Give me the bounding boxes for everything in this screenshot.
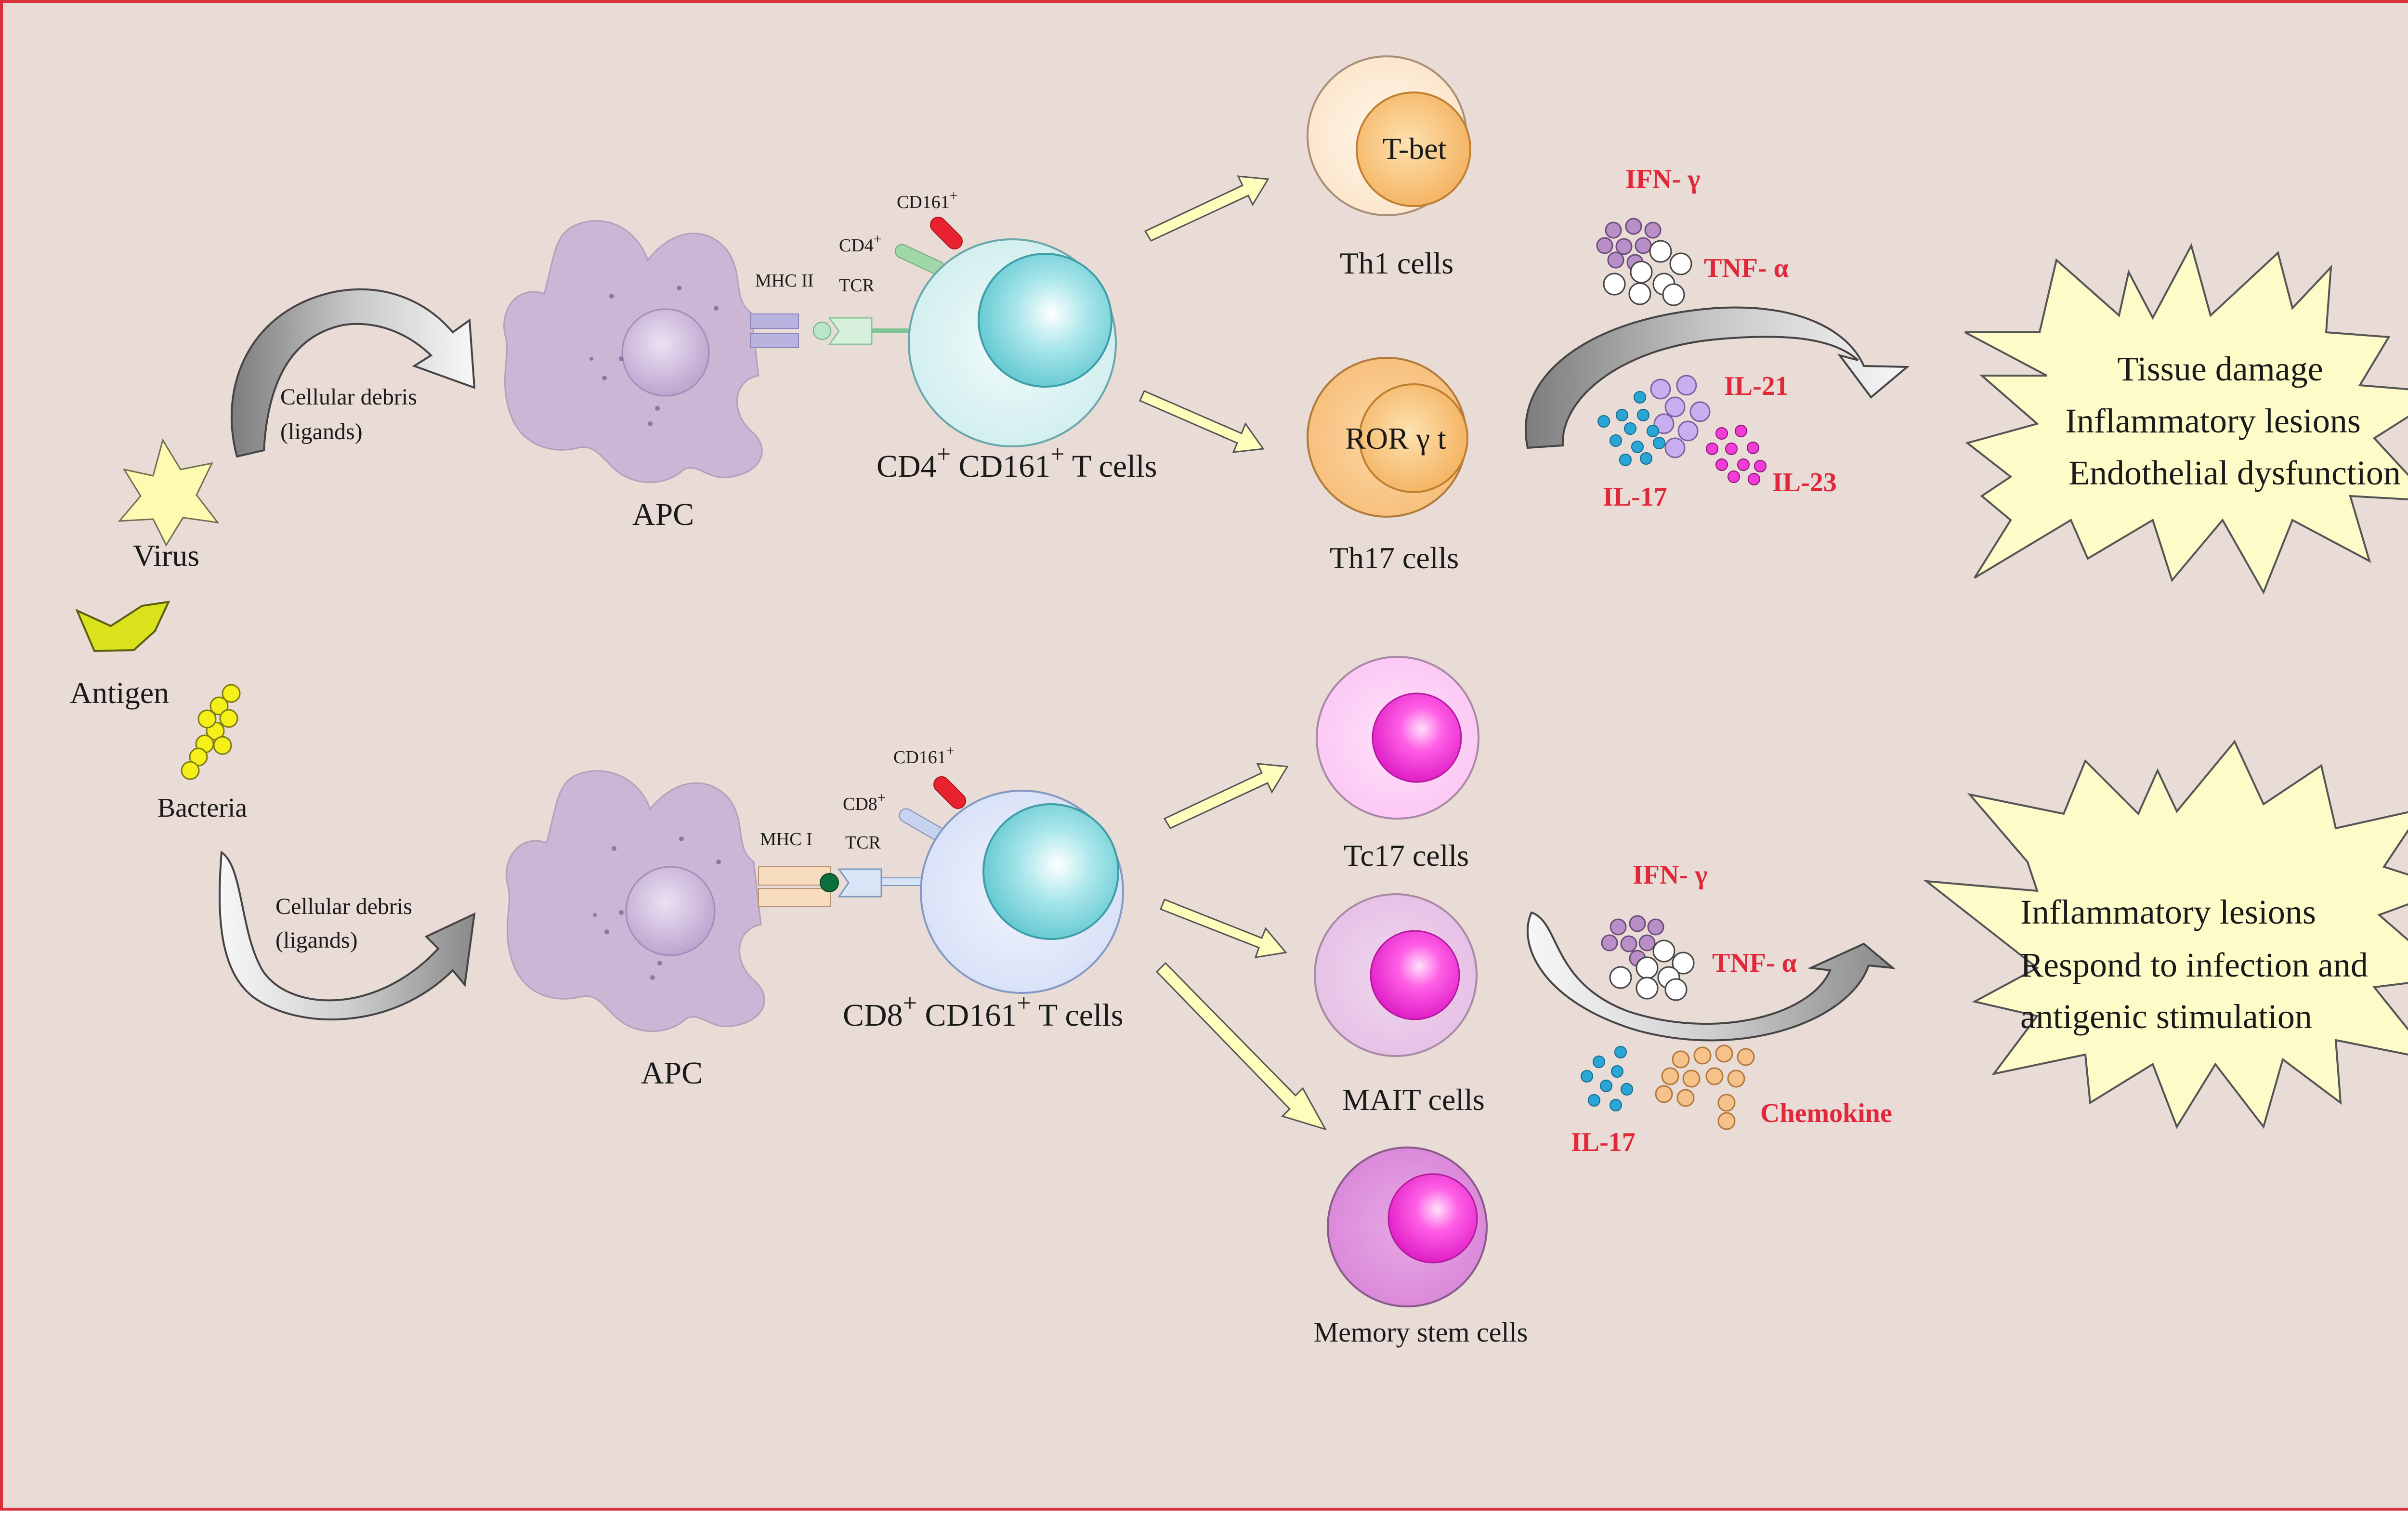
th1-nucleus-label: T-bet — [1383, 131, 1447, 166]
top-tnf-label: TNF- α — [1704, 253, 1789, 283]
antigen-label: Antigen — [70, 676, 169, 710]
top-tcell-label: CD4+ CD161+ T cells — [877, 441, 1157, 484]
top-il21-particles — [1650, 375, 1711, 458]
bottom-cd161-receptor — [933, 776, 966, 809]
virus-label: Virus — [133, 538, 199, 573]
bottom-ifn-particles — [1601, 915, 1664, 967]
top-outcome-burst — [1964, 243, 2408, 595]
bottom-mhc-molecule-2 — [758, 888, 831, 907]
top-mhc-molecule — [750, 313, 799, 329]
bottom-tnf-label: TNF- α — [1712, 948, 1797, 978]
bottom-cd161-label: CD161+ — [893, 743, 955, 768]
top-apc-granules — [589, 286, 719, 426]
bottom-antigen-peptide — [820, 873, 839, 892]
bottom-tcr-label: TCR — [845, 833, 881, 853]
antigen-icon — [75, 600, 170, 652]
th1-label: Th1 cells — [1340, 246, 1453, 280]
bacteria-icon — [181, 684, 241, 780]
top-il17-label: IL-17 — [1603, 482, 1667, 512]
top-apc-label: APC — [632, 497, 694, 532]
bottom-ifn-label: IFN- γ — [1633, 860, 1707, 890]
top-outcome-line2: Inflammatory lesions — [2065, 402, 2361, 440]
bottom-arrow-to-tc17 — [1163, 763, 1289, 829]
top-il23-label: IL-23 — [1772, 468, 1837, 497]
bottom-tnf-particles — [1609, 939, 1695, 1001]
memory-stem-label: Memory stem cells — [1314, 1317, 1528, 1348]
bottom-chemokine-label: Chemokine — [1760, 1098, 1892, 1128]
bacteria-label: Bacteria — [157, 793, 248, 823]
top-apc-nucleus — [621, 308, 710, 397]
th17-label: Th17 cells — [1330, 541, 1459, 575]
tc17-nucleus — [1372, 692, 1462, 783]
tc17-label: Tc17 cells — [1344, 838, 1469, 873]
top-mhc-molecule-2 — [750, 333, 799, 348]
mait-nucleus — [1370, 930, 1460, 1020]
bottom-outcome-line2: Respond to infection and — [2020, 946, 2368, 984]
bottom-mhc-label: MHC I — [760, 829, 812, 849]
top-antigen-peptide — [813, 322, 831, 340]
top-cytokine-curved-arrow — [1524, 306, 1910, 449]
bottom-apc-label: APC — [641, 1056, 703, 1091]
bottom-il17-particles — [1581, 1046, 1633, 1111]
mait-label: MAIT cells — [1342, 1083, 1485, 1117]
bottom-debris-label-1: Cellular debris — [275, 894, 412, 919]
bottom-outcome-line1: Inflammatory lesions — [2020, 893, 2316, 931]
top-il17-particles — [1597, 391, 1665, 466]
top-tcr-label: TCR — [839, 275, 875, 296]
top-debris-label-2: (ligands) — [280, 419, 363, 444]
top-arrow-to-th1 — [1144, 175, 1269, 242]
top-cd161-receptor — [930, 217, 963, 249]
top-cd161-label: CD161+ — [897, 188, 958, 212]
bottom-arrow-to-memory — [1155, 962, 1327, 1131]
top-il21-label: IL-21 — [1724, 371, 1789, 401]
bottom-apc-granules — [593, 836, 721, 980]
top-tcr-molecule — [828, 317, 873, 345]
top-arrow-to-th17 — [1139, 390, 1265, 453]
top-ligand-curved-arrow — [230, 288, 476, 458]
bottom-apc-nucleus — [625, 866, 716, 956]
top-coreceptor-label: CD4+ — [839, 231, 882, 256]
memory-stem-nucleus — [1387, 1173, 1478, 1264]
bottom-cytokine-curved-arrow — [1527, 911, 1896, 1042]
bottom-coreceptor-label: CD8+ — [843, 790, 886, 814]
top-mhc-label: MHC II — [755, 271, 813, 291]
top-il23-particles — [1706, 425, 1767, 485]
bottom-tcell-nucleus — [982, 803, 1119, 940]
bottom-chemokine-particles — [1655, 1044, 1755, 1130]
top-outcome-line3: Endothelial dysfunction — [2068, 454, 2401, 492]
top-tcr-stalk — [872, 328, 926, 333]
bottom-tcr-molecule — [838, 868, 882, 898]
top-tnf-particles — [1603, 240, 1692, 306]
top-debris-label-1: Cellular debris — [280, 384, 417, 410]
top-ifn-label: IFN- γ — [1625, 164, 1700, 194]
bottom-tcell-label: CD8+ CD161+ T cells — [843, 990, 1123, 1033]
bottom-outcome-line3: antigenic stimulation — [2020, 997, 2312, 1036]
virus-icon — [118, 438, 220, 547]
bottom-debris-label-2: (ligands) — [275, 927, 358, 953]
bottom-ligand-curved-arrow — [219, 850, 476, 1021]
bottom-arrow-to-mait — [1160, 899, 1287, 958]
th17-nucleus-label: ROR γ t — [1345, 421, 1446, 456]
top-tcell-nucleus — [978, 253, 1112, 388]
top-outcome-line1: Tissue damage — [2117, 350, 2323, 388]
th1-nucleus — [1356, 91, 1471, 207]
bottom-il17-label: IL-17 — [1571, 1127, 1636, 1157]
th17-nucleus — [1359, 383, 1468, 493]
bottom-outcome-burst — [1923, 740, 2408, 1129]
